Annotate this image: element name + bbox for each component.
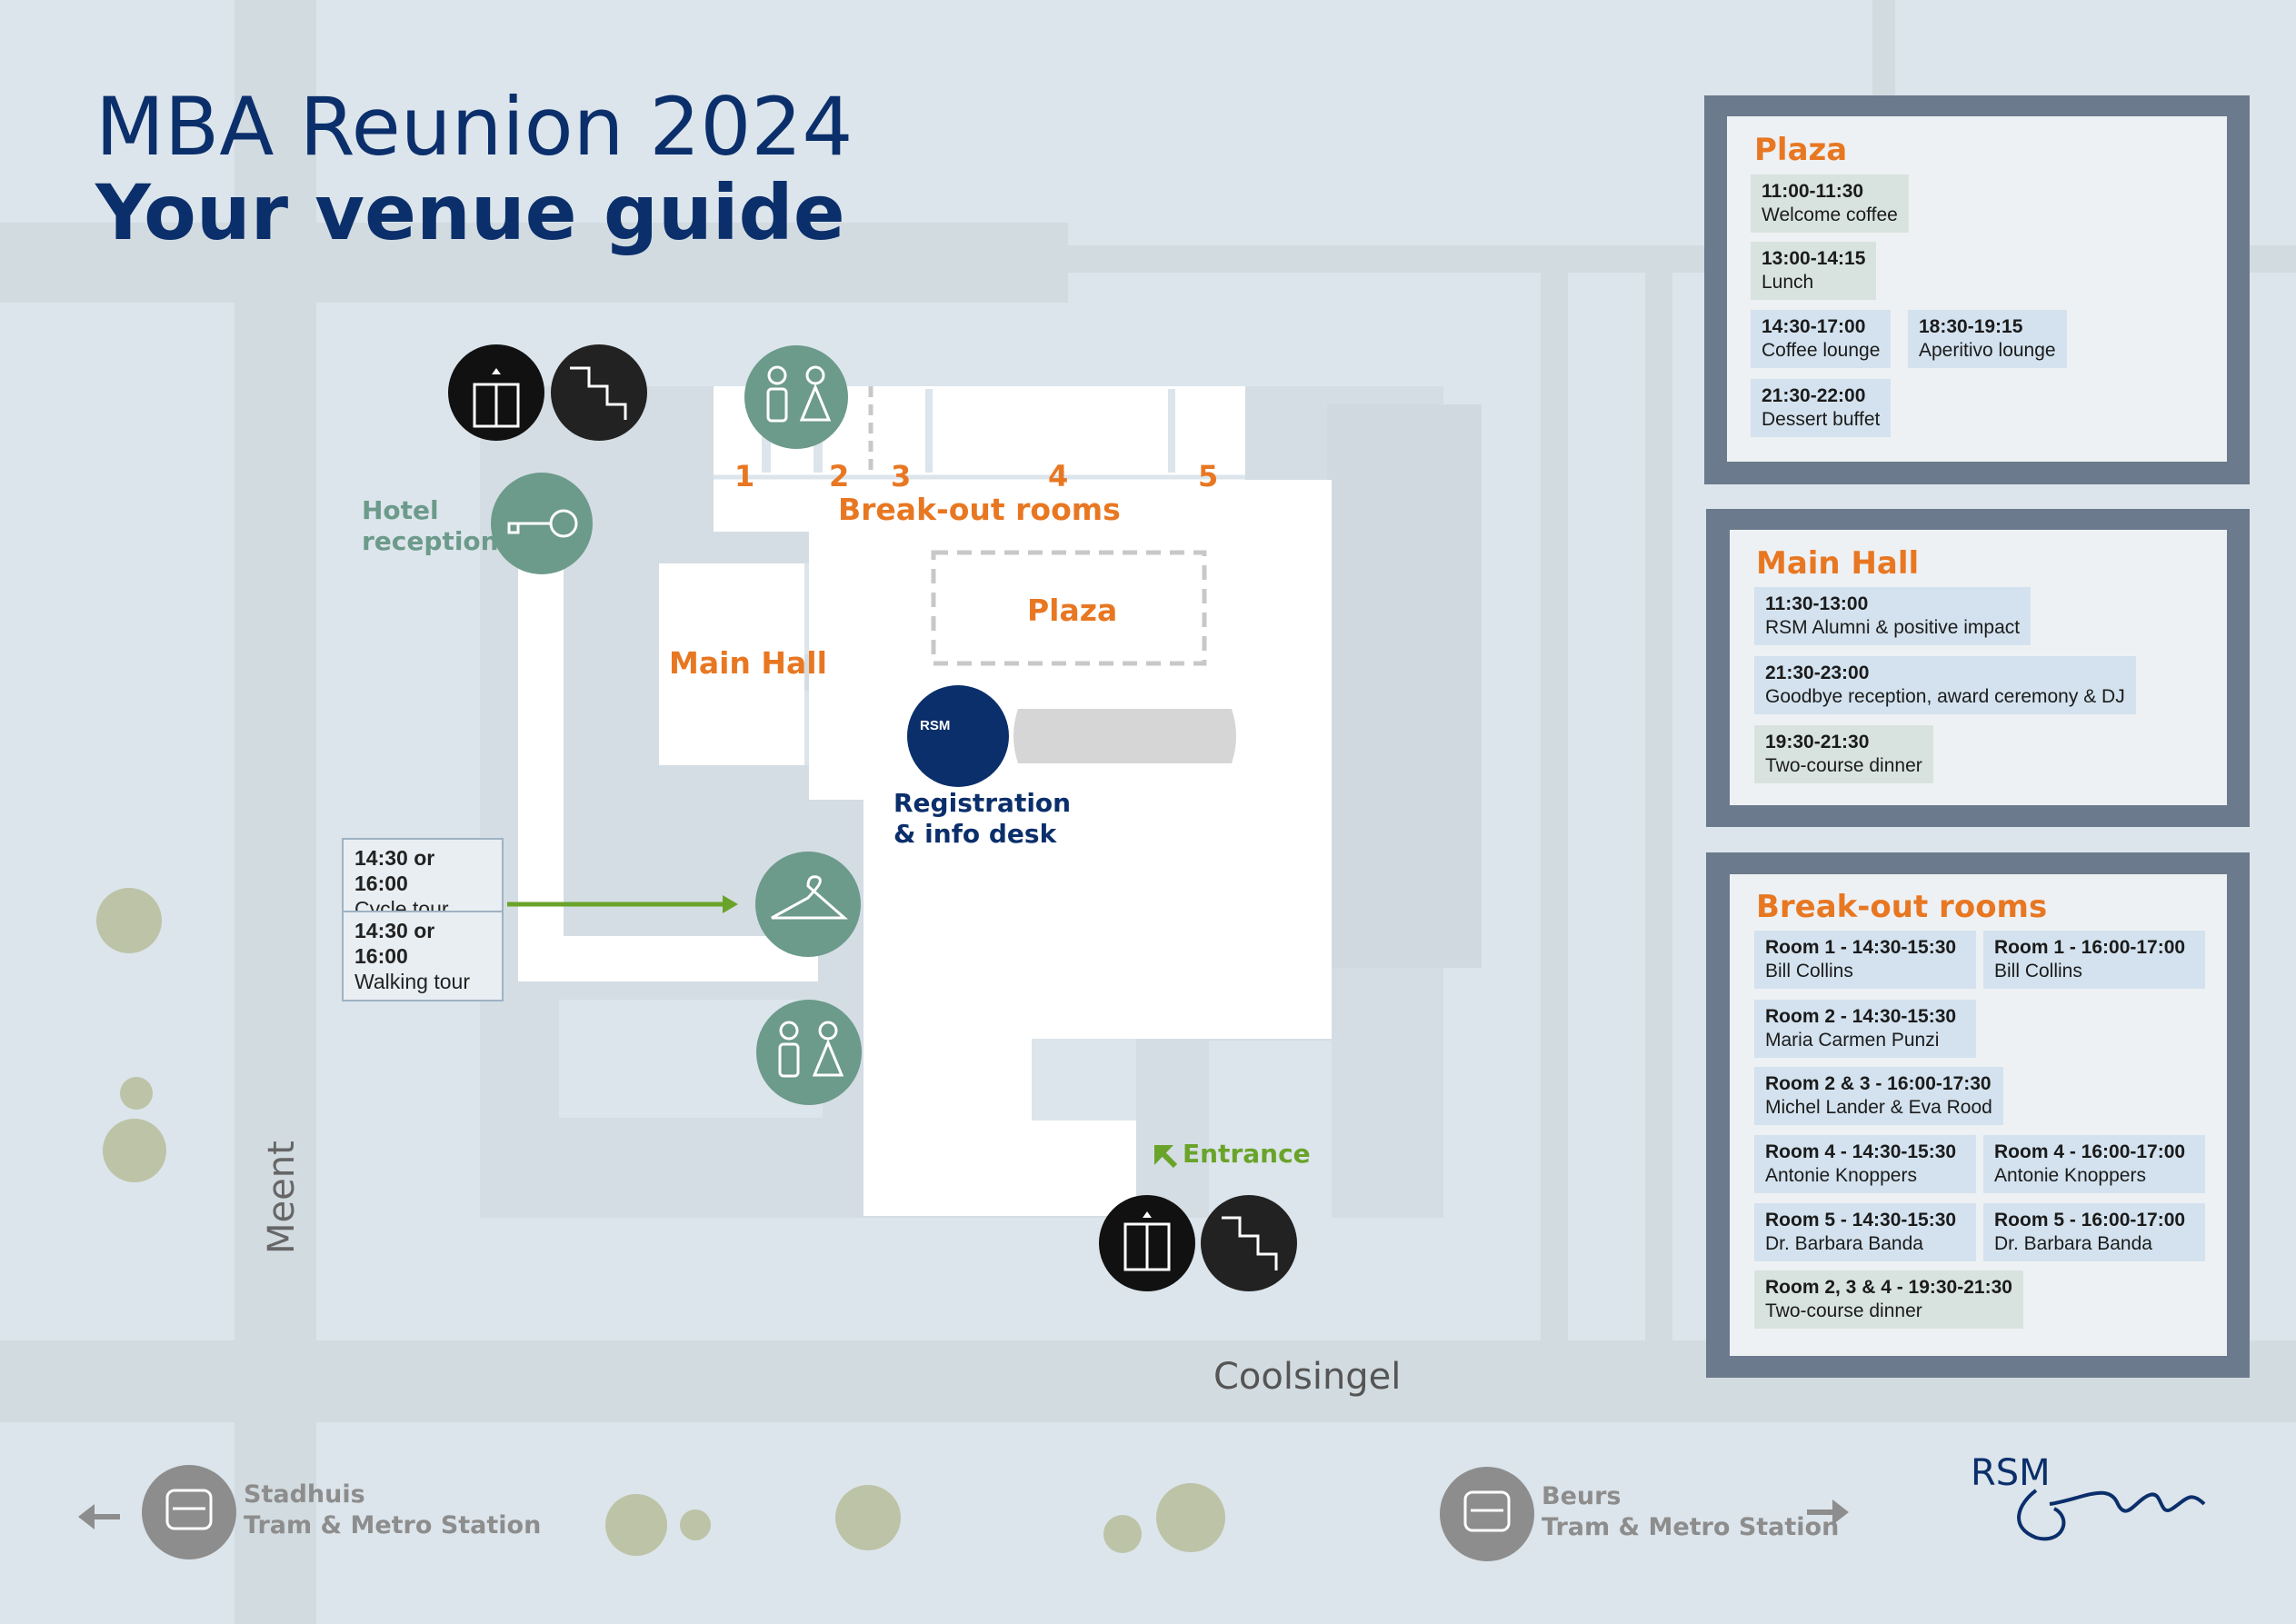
room-number-5: 5 xyxy=(1198,459,1219,493)
train-icon xyxy=(1440,1467,1534,1561)
room-number-3: 3 xyxy=(891,459,912,493)
room-number-1: 1 xyxy=(734,459,755,493)
room-number-2: 2 xyxy=(829,459,850,493)
stairs-icon xyxy=(1201,1195,1297,1291)
street-label-meent: Meent xyxy=(261,1141,303,1254)
cloakroom-hanger-icon xyxy=(755,852,861,957)
registration-label: Registration & info desk xyxy=(893,788,1072,849)
entrance-label: Entrance xyxy=(1183,1139,1311,1169)
plaza-panel-title: Plaza xyxy=(1754,132,1848,168)
restroom-icon xyxy=(744,345,848,449)
arrow-left-icon xyxy=(78,1504,120,1529)
page-title: MBA Reunion 2024 xyxy=(95,80,854,174)
hotel-key-icon xyxy=(491,473,593,574)
registration-desk-counter xyxy=(1013,709,1236,763)
main-hall-label: Main Hall xyxy=(669,645,827,681)
elevator-icon xyxy=(1099,1195,1195,1291)
plaza-label: Plaza xyxy=(1027,593,1118,628)
main-hall-room xyxy=(659,563,804,765)
rsm-logo-badge xyxy=(907,685,1009,787)
main-hall-panel-title: Main Hall xyxy=(1756,545,1920,582)
breakout-rooms-label: Break-out rooms xyxy=(838,492,1121,527)
rsm-logo-text: RSM xyxy=(920,718,951,733)
train-icon xyxy=(142,1465,236,1559)
street-label-coolsingel: Coolsingel xyxy=(1213,1356,1402,1398)
page-subtitle: Your venue guide xyxy=(95,168,845,257)
hotel-reception-label: Hotel reception xyxy=(362,495,499,556)
erasmus-signature-logo xyxy=(2017,1489,2206,1541)
rsm-logo: RSM xyxy=(1971,1452,2051,1494)
room-number-4: 4 xyxy=(1048,459,1069,493)
breakout-panel-title: Break-out rooms xyxy=(1756,889,2048,925)
street-top xyxy=(0,223,1068,303)
station-stadhuis-label: Stadhuis Tram & Metro Station xyxy=(244,1480,542,1539)
route-corridor-vertical xyxy=(518,568,564,981)
route-corridor-horizontal xyxy=(518,936,818,981)
elevator-icon xyxy=(448,344,544,441)
stairs-icon xyxy=(551,344,647,441)
arrow-right-icon xyxy=(1807,1499,1849,1525)
station-beurs-label: Beurs Tram & Metro Station xyxy=(1542,1482,1840,1541)
restroom-icon xyxy=(756,1000,862,1105)
